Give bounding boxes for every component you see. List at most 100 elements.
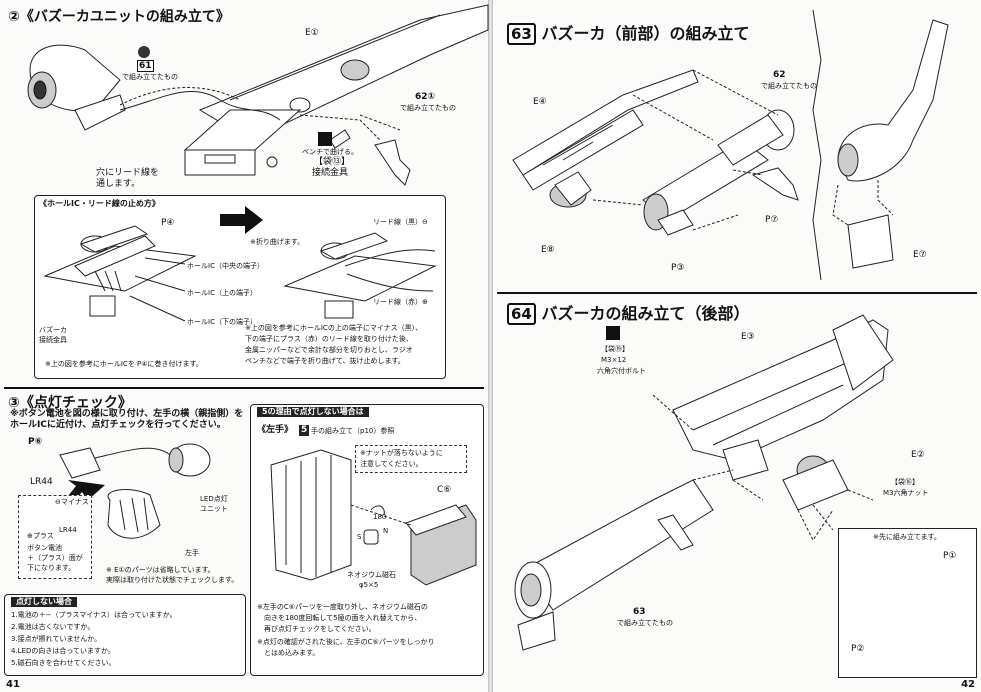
led-label-1: LED点灯: [200, 495, 228, 503]
case5-title: 5の理由で点灯しない場合は: [257, 407, 369, 417]
ref62-note: で組み立てたもの: [761, 82, 817, 90]
nut-note-1: ※ナットが落ちないように: [360, 449, 443, 457]
hall-bottom-label: ホールIC（下の端子）: [187, 318, 257, 326]
hex-key-icon: [606, 326, 620, 340]
pre-assemble-note: ※先に組み立てます。: [873, 533, 941, 541]
check-2: 2.電池は古くないですか。: [11, 623, 95, 631]
right-page: 63 バズーカ（前部）の組み立て E④ 62 で組み立てたもの E⑧: [493, 0, 981, 692]
check-5: 5.磁石向きを合わせてください。: [11, 659, 116, 667]
section63-heading: 63 バズーカ（前部）の組み立て: [507, 20, 749, 45]
p4-label: P④: [161, 218, 175, 228]
p2-label: P②: [851, 644, 865, 654]
battery-box: ⊖マイナス LR44 ⊕プラス ボタン電池 ＋（プラス）面が 下になります。: [18, 495, 92, 579]
ref63-badge: 63: [633, 607, 646, 617]
p3-label: P③: [671, 263, 685, 273]
lead-red-label: リード線（赤）⊕: [373, 298, 428, 306]
pliers-icon: [318, 132, 332, 146]
e2-label: E②: [911, 450, 925, 460]
section64-number: 64: [507, 303, 536, 325]
e3-label: E③: [741, 332, 755, 342]
ref62-badge: 62: [773, 70, 786, 80]
grip-inset-box: ※先に組み立てます。 P① P②: [838, 528, 977, 678]
right-note-2: 下の端子にプラス（赤）のリード線を取り付けた後、: [245, 335, 413, 343]
case5-box: 5の理由で点灯しない場合は 《左手》 5 手の組み立て（p10）参照 ※ナットが…: [250, 404, 484, 676]
section-divider-left: [4, 387, 484, 389]
bazooka-unit-illustration: [27, 4, 489, 186]
section3-title: ③《点灯チェック》: [8, 395, 132, 411]
hand-ref-badge: 5: [299, 425, 310, 436]
p6-label: P⑥: [28, 437, 43, 447]
section64-title: バズーカの組み立て（後部）: [541, 304, 750, 323]
nut-note-box: ※ナットが落ちないように 注意してください。: [355, 445, 467, 473]
e1-note-2: 実際は取り付けた状態でチェックします。: [106, 576, 239, 584]
front-bazooka-illustration: [512, 9, 949, 281]
page-number-left: 41: [6, 679, 20, 690]
bolt-type: 六角穴付ボルト: [597, 367, 646, 375]
e1-note-1: ※ E①のパーツは省略しています。: [106, 566, 215, 574]
magnet-s-label: S: [357, 533, 362, 541]
left-page: ②《バズーカユニットの組み立て》 E① 61 で組み立てたもの 62① で組み立…: [0, 0, 489, 692]
rotate-180-label: 180: [373, 513, 387, 521]
section64-heading: 64 バズーカの組み立て（後部）: [507, 300, 749, 325]
section-divider-right: [497, 292, 977, 294]
nut-label: M3六角ナット: [883, 489, 929, 497]
lead-black-label: リード線（黒）⊖: [373, 218, 428, 226]
battery-note-3: 下になります。: [27, 564, 76, 572]
hand-ref-text: 手の組み立て（p10）参照: [311, 427, 395, 435]
lr44-label: LR44: [30, 477, 53, 487]
ref-62-1-badge: 62①: [415, 92, 436, 102]
section63-number: 63: [507, 23, 536, 45]
right-note-3: 金属ニッパーなどで余計な部分を切りおとし、ラジオ: [245, 346, 413, 354]
c6-label: C⑥: [437, 485, 452, 495]
left-hand-title: 《左手》: [257, 425, 294, 435]
book-gutter: [488, 0, 493, 692]
assembled-part-icon: [138, 46, 150, 58]
e4-label: E④: [533, 97, 547, 107]
hall-ic-box-title: 《ホールIC・リード線の止め方》: [39, 199, 160, 208]
section2-title: ②《バズーカユニットの組み立て》: [8, 9, 230, 25]
bag-13-label: 【袋⑬】: [314, 157, 351, 167]
p1-label: P①: [943, 551, 957, 561]
bag-13-item: 接続金具: [312, 168, 349, 178]
bag16-label: 【袋⑯】: [891, 478, 919, 486]
battery-note-1: ボタン電池: [27, 544, 62, 552]
ref63-note: で組み立てたもの: [617, 619, 673, 627]
section3-instruction-1: ※ボタン電池を図の様に取り付け、左手の横（親指側）を: [10, 409, 244, 419]
p7-label: P⑦: [765, 215, 779, 225]
e8-label: E⑧: [541, 245, 555, 255]
nut-note-2: 注意してください。: [360, 460, 423, 468]
check-3: 3.接点が擦れていませんか。: [11, 635, 102, 643]
bazooka-fitting-label-1: バズーカ: [39, 326, 67, 334]
battery-note-2: ＋（プラス）面が: [27, 554, 83, 562]
plus-label: ⊕プラス: [27, 532, 54, 540]
hole-note-line2: 通します。: [96, 179, 141, 189]
magnet-label-1: ネオジウム磁石: [347, 571, 396, 579]
bazooka-fitting-label-2: 接続金具: [39, 336, 67, 344]
hall-ic-diagrams: [43, 206, 437, 322]
lighting-check-illustration: [27, 443, 211, 540]
bottom-note-1: ※左手のC⑥パーツを一度取り外し、ネオジウム磁石の: [257, 603, 428, 611]
check-1: 1.電池の＋−（プラスマイナス）は合っていますか。: [11, 611, 177, 619]
label-e1: E①: [305, 28, 319, 38]
right-note-1: ※上の図を参考にホールICの上の端子にマイナス（黒）、: [245, 324, 423, 332]
bag19-label: 【袋⑲】: [601, 345, 629, 353]
e7-label: E⑦: [913, 250, 927, 260]
page-number-right: 42: [961, 679, 975, 690]
right-note-4: ペンチなどで端子を折り曲げて、抜け止めします。: [245, 357, 405, 365]
minus-label: ⊖マイナス: [55, 498, 89, 506]
bottom-note-3: 再び点灯チェックをしてください。: [257, 625, 376, 633]
ref-61-note: で組み立てたもの: [122, 73, 178, 81]
bend-note: ※折り曲げます。: [250, 238, 305, 246]
tool-note: ペンチで曲げる。: [302, 148, 358, 156]
bottom-note-2: 向きを180度回転して5極の面を入れ替えてから、: [257, 614, 422, 622]
check-4: 4.LEDの向きは合っていますか。: [11, 647, 115, 655]
lr44-label-b: LR44: [59, 526, 77, 534]
checklist-title: 点灯しない場合: [11, 597, 77, 607]
magnet-n-label: N: [383, 527, 389, 535]
left-hand-label: 左手: [185, 549, 199, 557]
section3-instruction-2: ホールICに近付け、点灯チェックを行ってください。: [10, 420, 226, 430]
left-hand-magnet-illustration: [270, 449, 477, 586]
magnet-label-2: φ5×5: [359, 581, 379, 589]
ref-62-note: で組み立てたもの: [400, 104, 456, 112]
wrap-note: ※上の図を参考にホールICを P④に巻き付けます。: [45, 360, 203, 368]
